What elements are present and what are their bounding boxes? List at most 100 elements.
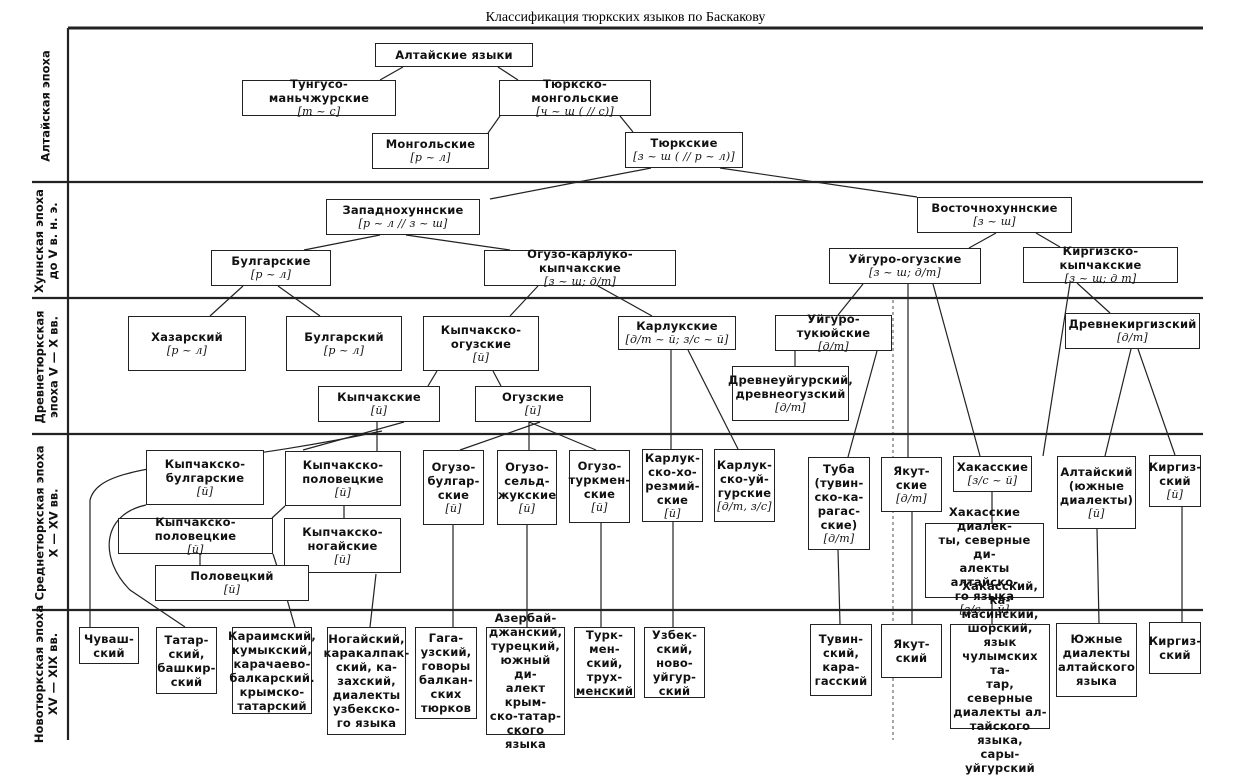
node-phonetic-formula: [й] <box>518 501 536 515</box>
node-name: Тунгусо-маньчжурские <box>268 77 370 105</box>
node-name: Огузо- булгар- ские <box>427 459 480 502</box>
node-yakut-grp: Якут- ские[д/т] <box>881 457 942 512</box>
node-phonetic-formula: [з ~ ш ( // р ~ л)] <box>633 150 735 163</box>
node-altai-s-modern: Южные диалекты алтайского языка <box>1056 623 1137 697</box>
node-name: Тюркские <box>650 136 718 150</box>
connector-line <box>459 421 541 451</box>
connector-line <box>837 283 864 316</box>
node-name: Хазарский <box>151 329 223 344</box>
node-phonetic-formula: [й] <box>472 350 490 364</box>
connector-line <box>303 234 381 251</box>
node-name: Хакасские <box>956 460 1029 474</box>
connector-line <box>847 350 878 458</box>
node-name: Алтайский (южные диалекты) <box>1059 464 1134 507</box>
node-tatar: Татар- ский, башкир- ский <box>156 627 217 694</box>
node-chuvash: Чуваш- ский <box>79 627 139 664</box>
node-name: Монгольские <box>385 137 476 151</box>
node-karaim: Караимский, кумыкский, карачаево- балкар… <box>228 627 316 714</box>
node-name: Туба (тувин- ско-ка- рагас- ские) <box>814 461 864 532</box>
node-phonetic-formula: [р ~ л] <box>410 151 451 164</box>
node-karl-uyg: Карлук- ско-уй- гурские[д/т, з/с] <box>714 449 775 522</box>
node-polovets: Половецкий[й] <box>155 565 309 601</box>
node-name: Узбек- ский, ново- уйгур- ский <box>651 627 698 698</box>
node-altai-south: Алтайский (южные диалекты)[й] <box>1057 456 1136 529</box>
node-phonetic-formula: [д/т ~ й; з/с ~ й] <box>625 333 729 346</box>
node-kyp-nogai: Кыпчакско- ногайские[й] <box>284 518 401 573</box>
node-phonetic-formula: [й] <box>334 552 351 566</box>
node-name: Булгарский <box>304 329 384 344</box>
node-oguz-bulg: Огузо- булгар- ские[й] <box>423 450 484 525</box>
node-kyp-polov: Кыпчакско- половецкие[й] <box>285 451 401 506</box>
node-old-uyg: Древнеуйгурский, древнеогузский[д/т] <box>728 366 853 421</box>
connector-line <box>1096 528 1100 624</box>
connector-line <box>509 285 539 317</box>
node-name: Древнеуйгурский, древнеогузский <box>728 372 853 401</box>
node-phonetic-formula: [й] <box>334 485 352 499</box>
node-name: Кыпчакско- булгарские <box>164 456 246 485</box>
node-phonetic-formula: [д/т] <box>896 491 927 505</box>
node-name: Карлук- ско-хо- резмий- ские <box>644 450 701 507</box>
connector-line <box>492 370 502 387</box>
node-name: Хакасский, ка- масинский, шорский, язык … <box>953 578 1047 775</box>
node-yakut: Якут- ский <box>881 624 942 678</box>
node-oguz: Огузские[й] <box>475 386 591 422</box>
node-phonetic-formula: [р ~ л // з ~ ш] <box>358 217 448 230</box>
connector-line <box>277 285 321 317</box>
node-kyp-bulg: Кыпчакско- булгарские[й] <box>146 450 264 505</box>
node-name: Уйгуро-тукюйские <box>796 312 871 340</box>
node-name: Татар- ский, башкир- ский <box>157 632 216 689</box>
node-oguz-seld: Огузо- сельд- жукские[й] <box>497 450 557 525</box>
connector-line <box>619 115 634 133</box>
node-uzbek: Узбек- ский, ново- уйгур- ский <box>644 627 705 698</box>
node-name: Западнохуннские <box>342 203 464 217</box>
node-name: Огузо- туркмен- ские <box>568 458 631 501</box>
node-name: Азербай- джанский, турецкий, южный ди- а… <box>488 611 563 751</box>
node-phonetic-formula: [й] <box>196 484 214 498</box>
node-easthun: Восточнохуннские[з ~ ш] <box>917 197 1072 233</box>
node-name: Булгарские <box>231 254 311 268</box>
node-name: Киргизско-кыпчакские <box>1059 244 1142 272</box>
node-name: Кыпчакско- ногайские <box>302 524 383 553</box>
node-kirgiz: Киргиз- ский <box>1149 622 1201 674</box>
diagram-title: Классификация тюркских языков по Баскако… <box>485 10 766 25</box>
node-phonetic-formula: [р ~ л] <box>250 268 292 281</box>
connector-line <box>597 285 653 317</box>
connector-line <box>209 285 244 317</box>
node-turkmen: Турк- мен- ский, трух- менский <box>574 627 635 698</box>
node-bulgar: Булгарский[р ~ л] <box>286 316 402 371</box>
node-khakas-dial: Хакасские диалек- ты, северные ди- алект… <box>925 505 1044 616</box>
node-name: Киргиз- ский <box>1148 634 1202 662</box>
connector-line <box>497 66 519 81</box>
node-phonetic-formula: [д/т] <box>818 340 849 353</box>
node-name: Хакасские диалек- ты, северные ди- алект… <box>938 504 1031 603</box>
connector-line <box>968 232 997 249</box>
epoch-label-old-turkic: Древнетюркская эпоха V — X вв. <box>32 310 61 424</box>
node-phonetic-formula: [р ~ л] <box>323 343 365 357</box>
connector-line <box>719 167 918 198</box>
node-phonetic-formula: [з/с ~ й] <box>959 602 1010 616</box>
node-phonetic-formula: [д/т] <box>775 400 806 414</box>
node-name: Карлукские <box>636 319 718 333</box>
node-name: Кыпчакские <box>337 390 421 404</box>
node-nogai: Ногайский, каракалпак- ский, ка- захский… <box>323 627 409 735</box>
node-name: Уйгуро-огузские <box>848 252 962 266</box>
node-name: Древнекиргизский <box>1068 317 1197 331</box>
node-old-kirg: Древнекиргизский[д/т] <box>1065 313 1200 349</box>
node-name: Алтайские языки <box>395 48 513 62</box>
node-phonetic-formula: [з/с ~ й] <box>967 474 1018 487</box>
node-bulg-grp: Булгарские[р ~ л] <box>211 250 331 286</box>
node-name: Тувин- ский, кара- гасский <box>814 632 868 688</box>
epoch-label-hunnic: Хуннская эпоха до V в. н. э. <box>32 189 60 293</box>
node-uyg-tuk: Уйгуро-тукюйские[д/т] <box>775 312 892 353</box>
node-oguz-turkm: Огузо- туркмен- ские[й] <box>569 450 630 523</box>
connector-line <box>1076 282 1111 314</box>
connector-line <box>369 573 377 628</box>
connector-line <box>1104 348 1132 457</box>
node-phonetic-formula: [й] <box>445 501 462 515</box>
epoch-label-new-turkic: Новотюркская эпоха XV — XIX вв. <box>32 604 61 744</box>
node-karl-khor: Карлук- ско-хо- резмий- ские[й] <box>642 449 703 522</box>
node-name: Караимский, кумыкский, карачаево- балкар… <box>228 628 316 713</box>
node-name: Якут- ский <box>893 637 930 665</box>
connector-line <box>487 115 501 134</box>
